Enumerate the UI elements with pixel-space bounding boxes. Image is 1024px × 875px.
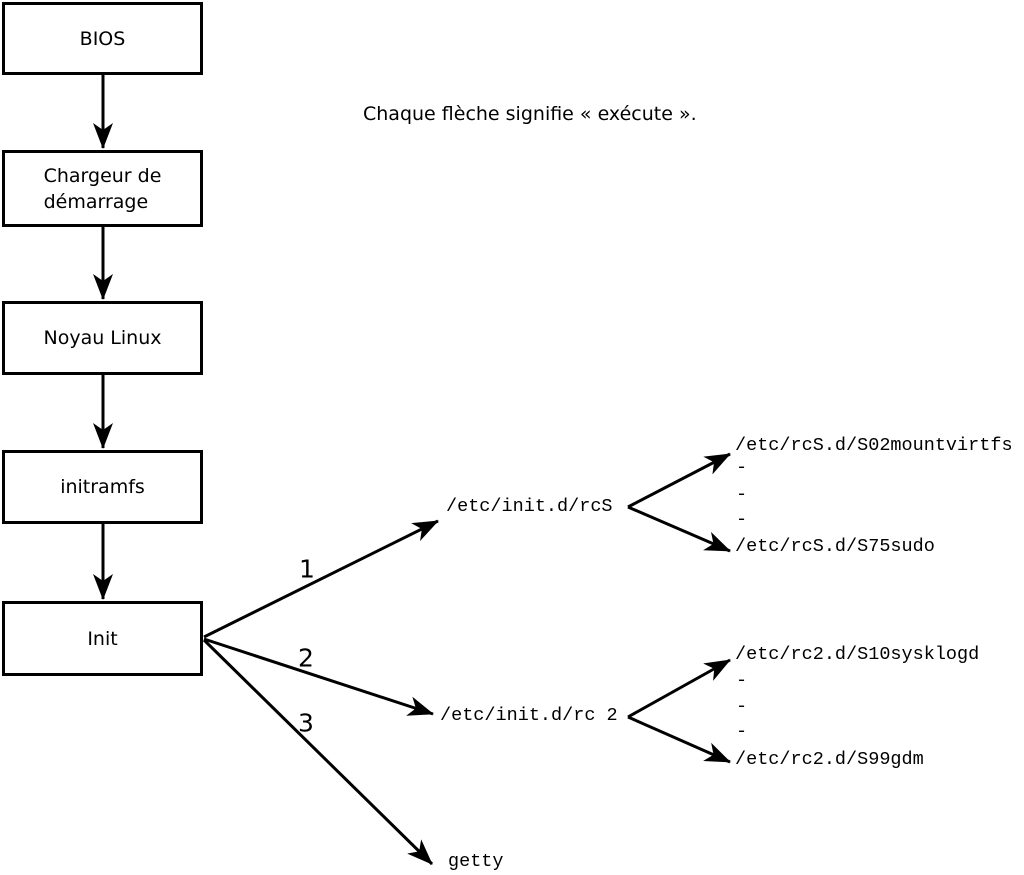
rcs-ellipsis-dash-1: - [736, 457, 748, 478]
branch-number-3: 3 [298, 708, 314, 738]
rc2-last-script: /etc/rc2.d/S99gdm [735, 749, 924, 770]
rc2-first-script: /etc/rc2.d/S10sysklogd [735, 644, 980, 665]
rc2-ellipsis-dash-2: - [736, 696, 748, 717]
arrow-init-to-rc2 [203, 637, 434, 716]
arrow-rcs-to-last-script [627, 505, 731, 553]
branch-number-1: 1 [299, 554, 315, 584]
box-bootloader-label: Chargeur de démarrage [43, 164, 162, 213]
rcs-ellipsis-dash-2: - [736, 484, 748, 505]
arrow-rcs-to-first-script [627, 452, 731, 509]
branch-number-2: 2 [298, 643, 314, 673]
legend-note: Chaque flèche signifie « exécute ». [363, 103, 697, 125]
rcs-first-script: /etc/rcS.d/S02mountvirtfs [735, 435, 1013, 456]
arrow-rc2-to-first-script [627, 658, 731, 719]
rc2-ellipsis-dash-1: - [736, 670, 748, 691]
target-rcs: /etc/init.d/rcS [446, 496, 613, 517]
rcs-ellipsis-dash-3: - [736, 509, 748, 530]
rc2-ellipsis-dash-3: - [736, 721, 748, 742]
arrow-init-to-rcs [203, 519, 439, 639]
arrow-rc2-to-last-script [627, 715, 731, 764]
arrow-init-to-getty [202, 638, 434, 866]
box-kernel-label: Noyau Linux [43, 327, 162, 349]
target-getty: getty [448, 851, 504, 872]
box-bios-label: BIOS [79, 27, 126, 50]
rcs-last-script: /etc/rcS.d/S75sudo [735, 536, 935, 557]
box-bootloader: Chargeur de démarrage [2, 150, 203, 227]
box-init: Init [2, 601, 203, 676]
box-init-label: Init [87, 627, 118, 650]
target-rc2: /etc/init.d/rc 2 [440, 705, 618, 726]
box-kernel: Noyau Linux [2, 301, 203, 375]
box-initramfs: initramfs [2, 450, 203, 524]
box-bios: BIOS [2, 2, 203, 75]
box-initramfs-label: initramfs [60, 476, 145, 498]
